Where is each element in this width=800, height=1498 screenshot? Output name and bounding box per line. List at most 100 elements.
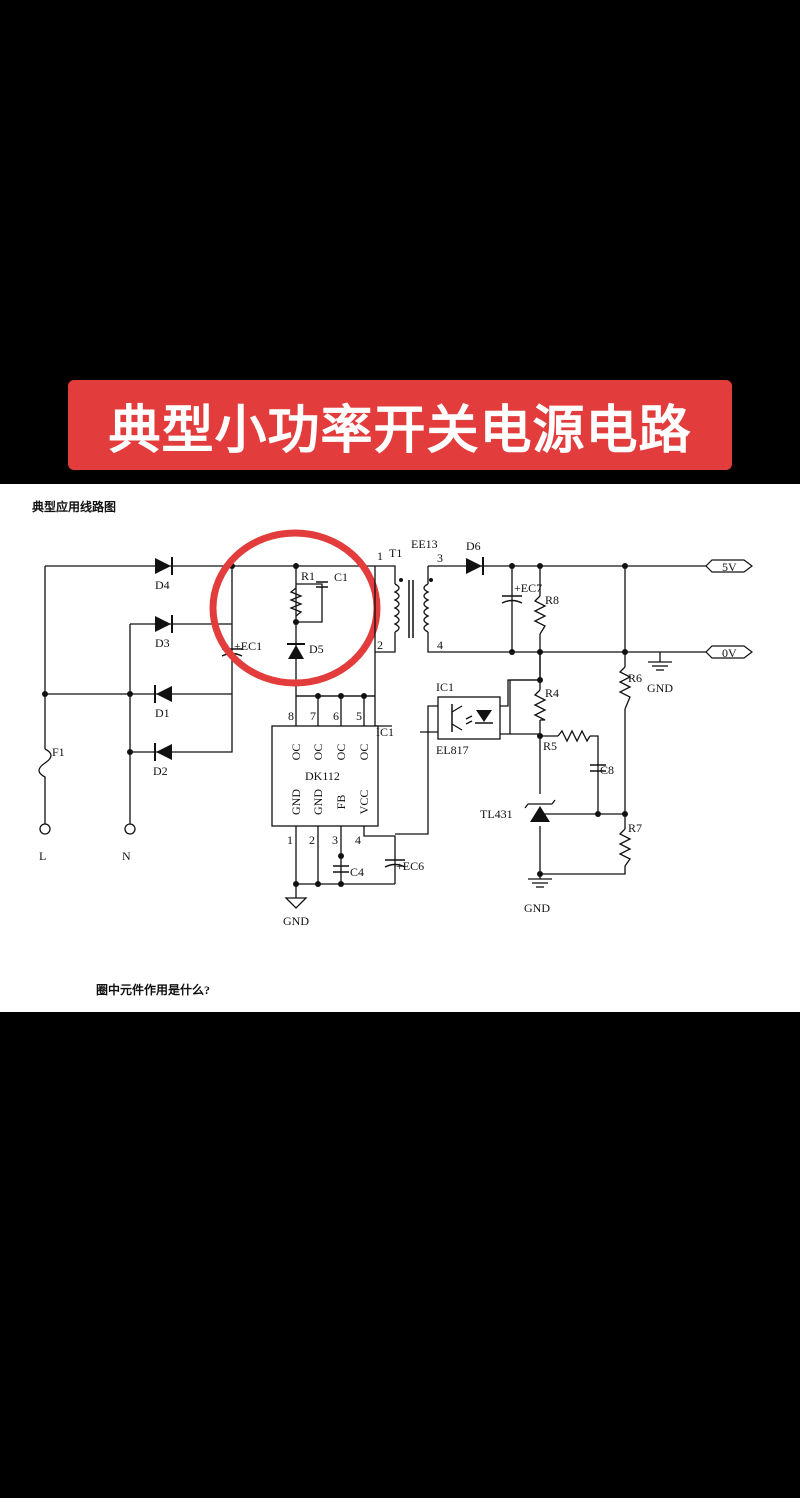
label-gnd-tl431: GND <box>524 901 550 915</box>
chip-pin-4: 4 <box>355 833 361 847</box>
junction-dot <box>293 563 299 569</box>
resistor-R4 <box>533 689 547 721</box>
label-pin4: 4 <box>437 638 443 652</box>
chip-pin-3: 3 <box>332 833 338 847</box>
label-R5: R5 <box>543 739 557 753</box>
chip-pin-name-2: GND <box>311 789 325 815</box>
label-IC1-opto: IC1 <box>436 680 454 694</box>
label-C4: C4 <box>350 865 364 879</box>
label-EC7: +EC7 <box>514 581 542 595</box>
label-pin3: 3 <box>437 551 443 565</box>
capacitor-C1 <box>316 581 328 588</box>
diode-D3 <box>155 615 173 633</box>
capacitor-C4 <box>333 865 349 873</box>
label-C1: C1 <box>334 570 348 584</box>
junction-dot <box>537 649 543 655</box>
label-R6: R6 <box>628 671 642 685</box>
chip-pin-name-5: OC <box>357 744 371 761</box>
junction-dot <box>315 693 321 699</box>
chip-pin-name-6: OC <box>334 744 348 761</box>
junction-dot <box>361 693 367 699</box>
resistor-R8 <box>533 595 547 635</box>
regulator-TL431 <box>524 799 556 822</box>
diode-D6 <box>466 557 484 575</box>
chip-pin-name-8: OC <box>289 744 303 761</box>
chip-pin-name-7: OC <box>311 744 325 761</box>
chip-pin-8: 8 <box>288 709 294 723</box>
label-L: L <box>39 849 46 863</box>
output-tag-5v <box>705 559 753 573</box>
label-0V: 0V <box>722 646 737 660</box>
label-R4: R4 <box>545 686 559 700</box>
junction-dot <box>338 693 344 699</box>
transformer-T1 <box>375 565 512 653</box>
resistor-R1 <box>289 587 303 617</box>
chip-DK112 <box>271 725 379 827</box>
junction-dot <box>622 563 628 569</box>
label-IC1-chip: IC1 <box>376 725 394 739</box>
capacitor-EC7 <box>501 595 523 604</box>
capacitor-C8 <box>590 764 606 772</box>
label-D6: D6 <box>466 539 481 553</box>
junction-dot <box>315 881 321 887</box>
label-D5: D5 <box>309 642 324 656</box>
junction-dot <box>622 811 628 817</box>
question-text: 圈中元件作用是什么? <box>96 982 210 997</box>
junction-dot <box>127 691 133 697</box>
label-EE13: EE13 <box>411 537 438 551</box>
figure-subtitle: 典型应用线路图 <box>32 499 116 514</box>
diode-D5 <box>287 643 305 659</box>
chip-pin-name-3: FB <box>334 795 348 810</box>
ground-symbol-ic <box>284 884 308 909</box>
label-TL431: TL431 <box>480 807 513 821</box>
label-R1: R1 <box>301 569 315 583</box>
schematic-diagram: 典型应用线路图 D4 D3 D1 D2 F1 L N +EC1 <box>32 499 753 997</box>
resistor-R6 <box>618 666 632 710</box>
resistor-R7 <box>618 828 632 867</box>
junction-dot <box>537 871 543 877</box>
label-R8: R8 <box>545 593 559 607</box>
chip-pin-6: 6 <box>333 709 339 723</box>
output-tag-0v <box>705 645 753 659</box>
label-D1: D1 <box>155 706 170 720</box>
label-F1: F1 <box>52 745 65 759</box>
junction-dot <box>338 853 344 859</box>
junction-dot <box>622 649 628 655</box>
junction-dot <box>595 811 601 817</box>
label-D3: D3 <box>155 636 170 650</box>
banner-title: 典型小功率开关电源电路 <box>108 400 692 461</box>
junction-dot <box>42 691 48 697</box>
junction-dot <box>338 881 344 887</box>
junction-dot <box>509 649 515 655</box>
capacitor-EC6 <box>384 859 406 868</box>
label-EL817: EL817 <box>436 743 469 757</box>
chip-pin-1: 1 <box>287 833 293 847</box>
label-pin2: 2 <box>377 638 383 652</box>
chip-pin-7: 7 <box>310 709 316 723</box>
label-gnd-ic: GND <box>283 914 309 928</box>
optocoupler-EL817 <box>395 679 540 835</box>
diode-D4 <box>155 557 173 575</box>
junction-dot <box>127 749 133 755</box>
junction-dot <box>293 619 299 625</box>
diode-D2 <box>154 743 172 761</box>
label-R7: R7 <box>628 821 642 835</box>
label-T1: T1 <box>389 546 402 560</box>
junction-dot <box>537 563 543 569</box>
schematic-panel: 典型应用线路图 D4 D3 D1 D2 F1 L N +EC1 <box>0 484 800 1012</box>
resistor-R5 <box>557 729 591 743</box>
title-banner: 典型小功率开关电源电路 <box>68 380 732 470</box>
ground-symbol-tl431 <box>528 878 552 888</box>
label-gnd-out: GND <box>647 681 673 695</box>
label-pin1: 1 <box>377 549 383 563</box>
ground-symbol-out <box>648 661 672 671</box>
chip-pin-5: 5 <box>356 709 362 723</box>
chip-pin-name-1: GND <box>289 789 303 815</box>
label-C8: C8 <box>600 763 614 777</box>
chip-pin-name-4: VCC <box>357 790 371 815</box>
diode-D1 <box>154 685 172 703</box>
label-5V: 5V <box>722 560 737 574</box>
label-D4: D4 <box>155 578 170 592</box>
terminal-N <box>124 823 136 835</box>
label-EC6: +EC6 <box>396 859 424 873</box>
